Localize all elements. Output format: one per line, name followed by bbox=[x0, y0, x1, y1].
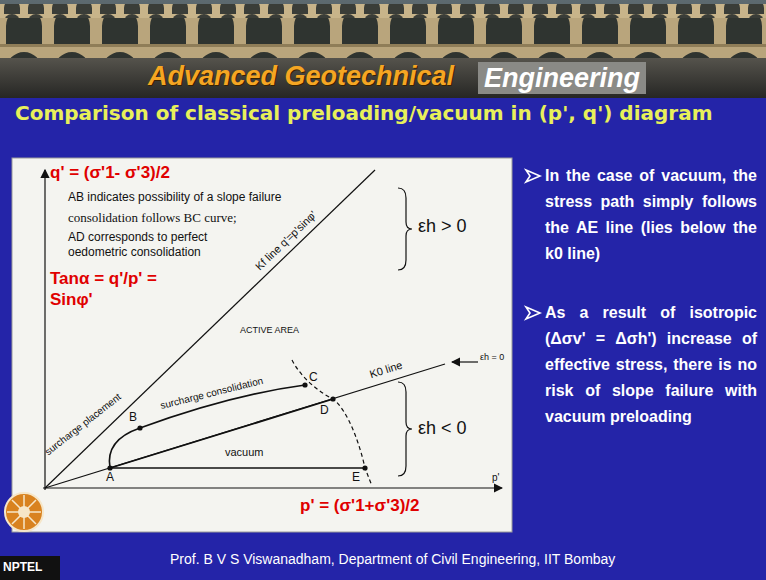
vacuum-path bbox=[110, 467, 365, 469]
strain-label: εh > 0 bbox=[418, 216, 467, 238]
nptel-logo bbox=[5, 493, 43, 531]
surcharge-placement-path bbox=[109, 428, 140, 468]
stress-path-chart bbox=[43, 170, 502, 490]
bullet-text: As a result of isotropic (Δσv' = Δσh') i… bbox=[545, 300, 757, 430]
diagram-panel bbox=[12, 158, 512, 532]
formula-text: Tanα = q'/p' = Sinφ' bbox=[50, 268, 175, 310]
note-text: AB indicates possibility of a slope fail… bbox=[68, 190, 281, 204]
strain-label: εh < 0 bbox=[418, 418, 467, 440]
brace bbox=[398, 382, 412, 476]
slide-heading: Comparison of classical preloading/vacuu… bbox=[15, 100, 740, 126]
banner bbox=[0, 0, 766, 98]
axis-label: p' bbox=[492, 472, 499, 484]
banner-title: Advanced Geotechnical bbox=[148, 60, 454, 92]
bullet-marker bbox=[526, 170, 540, 319]
banner-title: Engineering bbox=[478, 62, 646, 94]
strain-label: εh = 0 bbox=[480, 352, 504, 363]
path-label: vacuum bbox=[225, 446, 264, 459]
point-label: C bbox=[309, 371, 318, 384]
kf-line bbox=[45, 170, 375, 488]
point-label: B bbox=[129, 411, 137, 424]
footer-text: Prof. B V S Viswanadham, Department of C… bbox=[170, 551, 615, 568]
bullet-text: In the case of vacuum, the stress path s… bbox=[545, 163, 757, 267]
point-label: A bbox=[106, 471, 114, 484]
axis-label: q' = (σ'1- σ'3)/2 bbox=[50, 163, 170, 183]
k0-line bbox=[45, 364, 445, 488]
logo-strip bbox=[0, 556, 60, 580]
stress-points bbox=[107, 382, 367, 470]
point-label: D bbox=[320, 404, 329, 417]
eh-zero-arrow bbox=[452, 361, 478, 362]
q-axis bbox=[44, 170, 45, 490]
p-axis bbox=[43, 487, 502, 488]
note-text: consolidation follows BC curve; bbox=[68, 210, 237, 226]
brace bbox=[398, 188, 412, 270]
note-text: AD corresponds to perfect oedometric con… bbox=[68, 230, 233, 260]
point-label: E bbox=[352, 471, 360, 484]
zone-label: ACTIVE AREA bbox=[240, 325, 299, 336]
axis-label: p' = (σ'1+σ'3)/2 bbox=[300, 496, 419, 516]
yield-curve bbox=[292, 360, 372, 486]
logo-text: NPTEL bbox=[3, 560, 42, 574]
oedometric-path bbox=[110, 399, 333, 468]
